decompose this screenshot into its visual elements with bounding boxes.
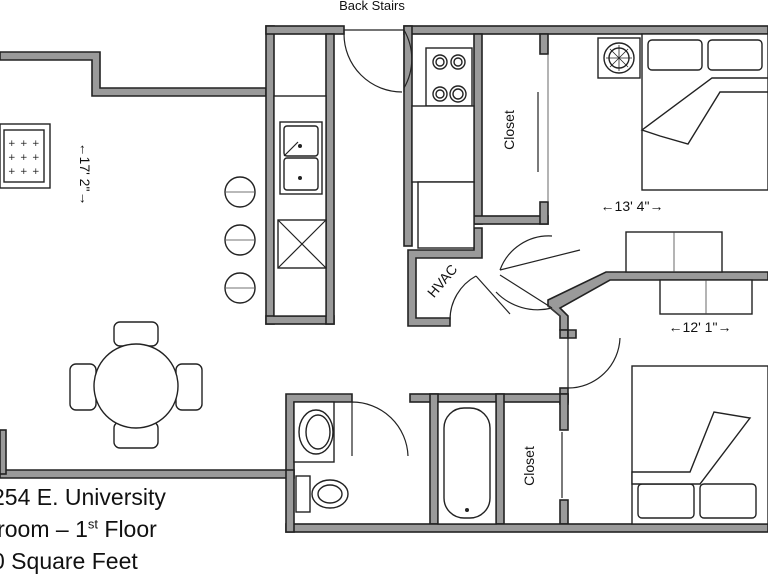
burner-1-inner [435,57,445,67]
wall-kitchen-left [265,25,275,325]
bathtub-inner [443,407,491,519]
dining-table [93,343,179,429]
kitchen-counter-right [411,105,475,183]
door-bedroom2 [567,337,621,389]
caption-unit-type-sup: st [87,516,98,532]
wall-closet-bottom-right2 [559,499,569,525]
wall-left-stub [0,429,7,475]
wall-bedroom2-top [567,329,577,339]
toilet-tank [295,475,311,513]
wall-hall-right [559,329,569,339]
wall-closet-top-right2 [539,201,549,225]
burner-2-inner [453,57,463,67]
toilet-seat [317,484,343,504]
wall-bath-right [429,393,439,525]
wall-tub-right [495,393,505,525]
wall-kitchen-bottom [265,315,335,325]
svg-text:+: + [8,139,16,149]
door-back-stairs-swing [343,33,403,93]
burner-3-inner [435,89,445,99]
burner-4-inner [452,88,464,100]
svg-text:+: + [20,153,28,163]
wall-closet-top-left [473,33,483,225]
caption-square-feet: 0 Square Feet [0,548,138,574]
svg-text:+: + [20,167,28,177]
wall-top-right [403,25,768,35]
svg-text:+: + [8,153,16,163]
refrigerator [417,181,475,249]
bed1-blanket-fold [640,77,768,145]
bed2-pillow-2 [699,483,757,519]
living-rug-inner [3,129,45,183]
kitchen-sink-bowl-top [283,125,319,157]
bed2-pillow-1 [637,483,695,519]
door-back-stairs [343,29,413,92]
door-bathroom [351,401,409,457]
label-dim-bedroom2: ←12' 1"→ [669,319,732,335]
svg-text:+: + [32,139,40,149]
wall-bath-left [285,469,295,533]
wall-closet-top-bottom [473,215,549,225]
caption-unit-type: lroom – 1st Floor [0,516,157,543]
label-closet-top: Closet [501,110,517,150]
chair-left [69,363,97,411]
kitchen-sink-bowl-bottom [283,157,319,191]
label-dim-living: ←17' 2"→ [77,143,93,206]
rug-pattern: + + + + + + + + + [8,139,40,177]
door-hall-swing [495,274,553,311]
svg-text:+: + [32,167,40,177]
bath-sink-inner [305,414,331,450]
sink-drain-2 [298,176,302,180]
wall-bottom [285,523,768,533]
label-back-stairs: Back Stairs [339,0,405,13]
door-bedroom1-swing [499,235,581,271]
label-hvac: HVAC [424,261,461,300]
dishwasher-x [277,219,327,269]
wall-kitchen-right [325,33,335,325]
svg-text:+: + [20,139,28,149]
bed1-pillow-2 [707,39,763,71]
svg-text:+: + [32,153,40,163]
label-closet-bottom: Closet [521,446,537,486]
wall-closet-bottom-right [559,393,569,431]
chair-top [113,321,159,347]
sink-drain [298,144,302,148]
caption-address: 254 E. University [0,484,166,510]
chair-right [175,363,203,411]
bathtub-drain [465,508,469,512]
label-dim-bedroom1: ←13' 4"→ [601,198,664,214]
caption-unit-type-post: Floor [98,516,157,542]
bed2-blanket-fold [631,411,752,485]
wall-closet-top-right [539,33,549,55]
bed1-pillow-1 [647,39,703,71]
wall-stove-left [403,25,413,247]
window-hall [547,305,561,317]
wall-living-top [0,51,267,97]
bed1-fan-blades [606,45,632,71]
wall-top-left [265,25,345,35]
svg-text:+: + [8,167,16,177]
door-hvac-swing [449,275,511,321]
caption-unit-type-pre: lroom – 1 [0,516,88,542]
sink-faucet [283,141,299,157]
